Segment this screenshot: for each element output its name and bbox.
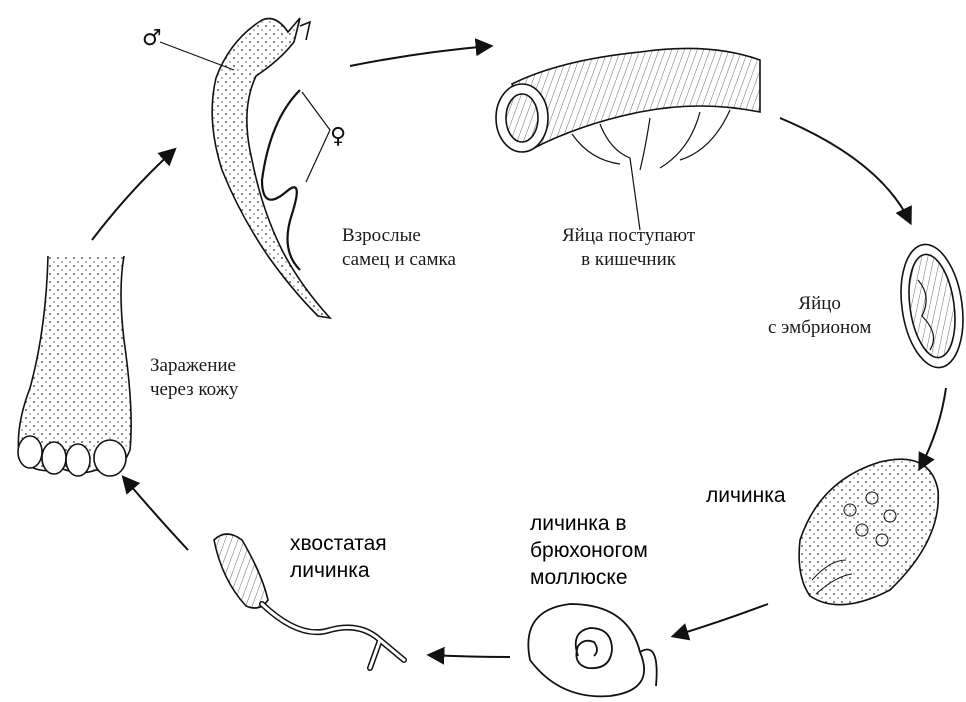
larva-illustration xyxy=(799,459,938,604)
male-symbol: ♂ xyxy=(142,26,162,51)
male-pointer xyxy=(160,42,234,70)
arrow-snail-to-cercaria xyxy=(430,655,510,657)
arrow-larva-to-snail xyxy=(674,604,768,636)
label-adults: Взрослые самец и самка xyxy=(342,224,456,272)
label-egg-embryo: Яйцо с эмбрионом xyxy=(768,292,871,340)
arrow-cercaria-to-foot xyxy=(124,478,188,550)
intestine-illustration xyxy=(496,48,760,230)
snail-illustration xyxy=(528,604,656,696)
adult-worms-illustration xyxy=(160,18,330,318)
label-cercaria: хвостатая личинка xyxy=(290,530,387,584)
arrow-adults-to-intestine xyxy=(350,46,490,66)
egg-illustration xyxy=(894,240,966,371)
label-larva: личинка xyxy=(706,482,786,509)
arrow-egg-to-larva xyxy=(920,388,946,468)
label-infection: Заражение через кожу xyxy=(150,354,238,402)
label-eggs-intestine: Яйца поступают в кишечник xyxy=(562,224,695,272)
foot-illustration xyxy=(18,256,131,476)
label-snail-larva: личинка в брюхоногом моллюске xyxy=(530,510,648,591)
female-pointer xyxy=(302,92,330,182)
arrow-foot-to-adults xyxy=(92,150,174,240)
arrow-intestine-to-egg xyxy=(780,118,910,222)
female-symbol: ♀ xyxy=(330,124,346,149)
